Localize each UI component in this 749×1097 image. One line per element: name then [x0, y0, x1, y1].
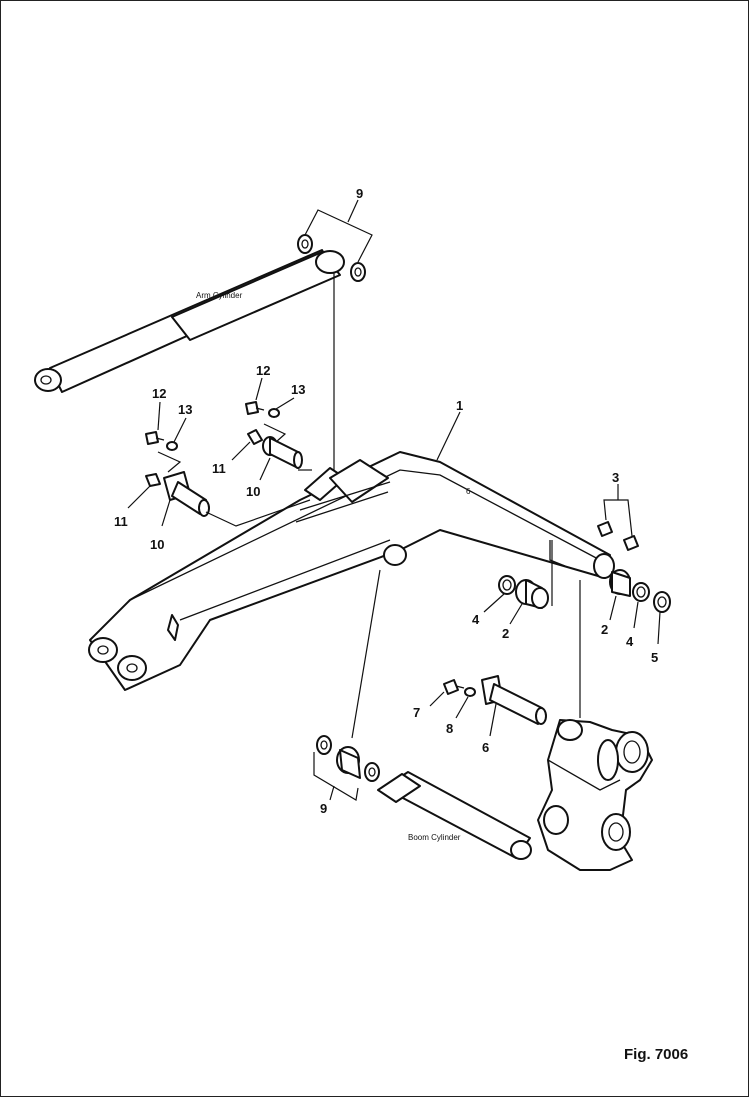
pin-10-lower	[163, 471, 210, 517]
washer-top-right	[350, 262, 366, 282]
bushing-2-right	[609, 569, 631, 597]
boom-cylinder: Boom Cylinder	[377, 771, 532, 860]
callout-12-lower: 12	[152, 386, 166, 401]
swing-bracket	[537, 719, 653, 871]
bushing-2-left	[515, 579, 549, 609]
grease-fitting-3a	[597, 521, 613, 537]
callout-6: 6	[482, 740, 489, 755]
washer-13-lower	[166, 441, 178, 451]
seal-4-right	[632, 582, 650, 602]
callout-7: 7	[413, 705, 420, 720]
callout-9-top: 9	[356, 186, 363, 201]
boom-cylinder-label: Boom Cylinder	[408, 833, 461, 842]
washer-13-upper	[268, 408, 280, 418]
callout-1: 1	[456, 398, 463, 413]
pin-10-upper	[262, 436, 303, 469]
grease-fitting-11-lower	[145, 473, 161, 487]
callout-3: 3	[612, 470, 619, 485]
washer-8	[464, 687, 476, 697]
bushing-bottom	[336, 746, 361, 779]
leader-9-top	[304, 209, 373, 263]
arm-cylinder: Arm Cylinder	[34, 249, 345, 393]
callout-8: 8	[446, 721, 453, 736]
callout-13-lower: 13	[178, 402, 192, 417]
callout-5: 5	[651, 650, 658, 665]
callout-4-right: 4	[626, 634, 634, 649]
bolt-12-upper	[245, 401, 265, 415]
figure-caption: Fig. 7006	[624, 1046, 689, 1063]
callout-10-lower: 10	[150, 537, 164, 552]
callout-10-upper: 10	[246, 484, 260, 499]
callout-2-left: 2	[502, 626, 509, 641]
grease-fitting-11-upper	[247, 429, 263, 445]
callout-11-upper: 11	[212, 461, 226, 476]
callout-6-small: 6	[466, 487, 471, 496]
seal-4-left	[498, 575, 516, 595]
bolt-7	[443, 679, 465, 695]
foot-pin-6	[481, 675, 547, 725]
bolt-12-lower	[145, 431, 165, 445]
washer-bottom-right	[364, 762, 380, 782]
callout-13-upper: 13	[291, 382, 305, 397]
callout-2-right: 2	[601, 622, 608, 637]
callout-9-bottom: 9	[320, 801, 327, 816]
washer-bottom-left	[316, 735, 332, 755]
callout-11-lower: 11	[114, 514, 128, 529]
callout-4-left: 4	[472, 612, 480, 627]
washer-5	[653, 591, 671, 613]
callout-12-upper: 12	[256, 363, 270, 378]
boom	[88, 451, 615, 691]
grease-fitting-3b	[623, 535, 639, 551]
washer-top-left	[297, 234, 313, 254]
arm-cylinder-label: Arm Cylinder	[196, 291, 243, 300]
